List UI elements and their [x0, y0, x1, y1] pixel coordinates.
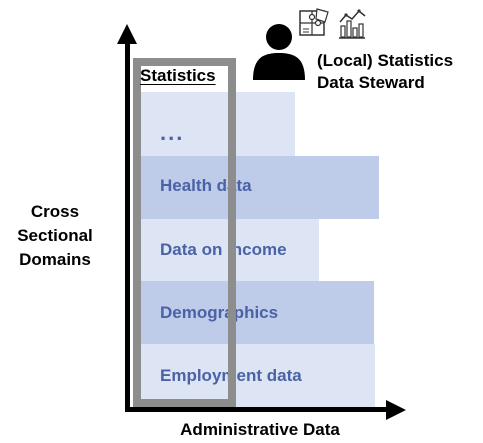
puzzle-document-icon: [299, 8, 329, 36]
statistics-label: Statistics: [140, 66, 216, 85]
data-steward-label: (Local) Statistics Data Steward: [317, 50, 453, 94]
domain-label-demographics: Demographics: [160, 303, 279, 322]
domain-label-data-on-income: Data on Income: [160, 240, 287, 259]
statistics-chart-icon: [339, 9, 366, 39]
statistics-column-outline: [133, 58, 236, 407]
y-axis-title-line-1: Cross: [30, 202, 80, 221]
domain-label-ellipsis: ...: [160, 120, 185, 145]
data-steward-line-1: (Local) Statistics: [317, 51, 454, 70]
person-icon: [253, 24, 305, 80]
y-axis-title-line-2: Sectional: [17, 226, 93, 245]
x-axis-arrowhead: [386, 400, 406, 420]
x-axis-line: [125, 407, 387, 412]
y-axis-arrowhead: [117, 24, 137, 44]
x-axis-title: Administrative Data: [180, 420, 340, 439]
y-axis-title: Cross Sectional Domains: [2, 200, 108, 272]
band-employment-data: [141, 344, 375, 407]
band-demographics: [141, 281, 374, 344]
band-health-data: [141, 156, 379, 219]
y-axis-line: [125, 42, 130, 412]
y-axis-title-line-3: Domains: [19, 250, 91, 269]
band-ellipsis: [141, 92, 295, 156]
data-steward-line-2: Data Steward: [317, 73, 425, 92]
